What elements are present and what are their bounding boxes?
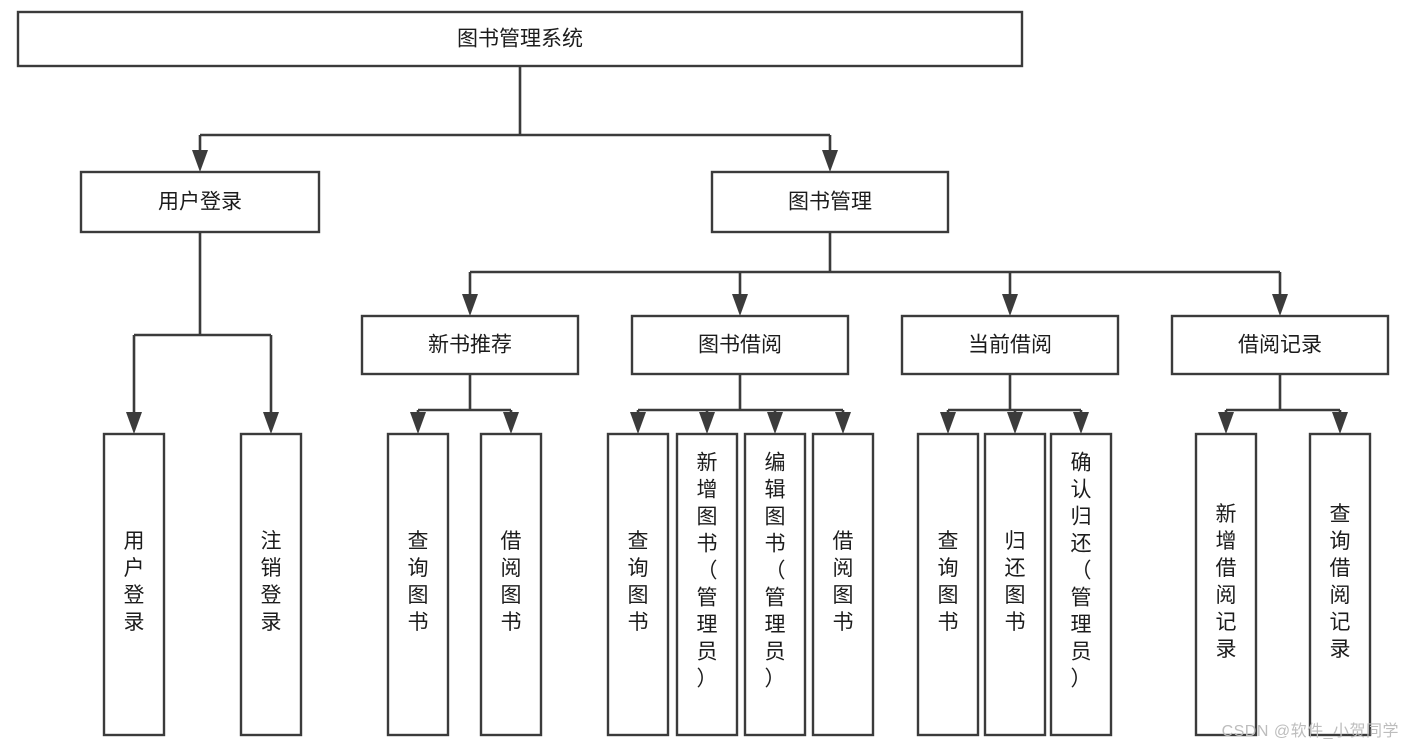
leaf-query-borrow-record[interactable]: 查询借阅记录 bbox=[1308, 432, 1372, 737]
node-label: 用户登录 bbox=[158, 191, 242, 214]
leaf-query-book-recommend[interactable]: 查询图书 bbox=[386, 432, 450, 737]
leaf-borrow-book[interactable]: 借阅图书 bbox=[811, 432, 875, 737]
leaf-confirm-return-admin[interactable]: 确认归还（管理员） bbox=[1049, 432, 1113, 737]
leaf-borrow-book-recommend[interactable]: 借阅图书 bbox=[479, 432, 543, 737]
node-label: 新增图书（管理员） bbox=[697, 452, 718, 691]
node-label: 确认归还（管理员） bbox=[1071, 452, 1092, 691]
node-label: 编辑图书（管理员） bbox=[765, 452, 786, 691]
node-root[interactable]: 图书管理系统 bbox=[16, 10, 1024, 68]
node-label: 借阅图书 bbox=[833, 530, 854, 634]
node-label: 新增借阅记录 bbox=[1216, 503, 1237, 661]
node-label: 新书推荐 bbox=[428, 334, 512, 357]
node-user-login[interactable]: 用户登录 bbox=[79, 170, 321, 234]
node-label: 归还图书 bbox=[1005, 530, 1026, 634]
node-label: 查询图书 bbox=[938, 530, 959, 634]
node-label: 查询借阅记录 bbox=[1330, 503, 1351, 661]
watermark: CSDN @软件_小贺同学 bbox=[1221, 723, 1399, 740]
node-label: 查询图书 bbox=[408, 530, 429, 634]
node-layer: 图书管理系统用户登录图书管理新书推荐图书借阅当前借阅借阅记录用户登录注销登录查询… bbox=[16, 10, 1390, 737]
node-book-borrow[interactable]: 图书借阅 bbox=[630, 314, 850, 376]
node-label: 用户登录 bbox=[124, 530, 145, 634]
node-book-management[interactable]: 图书管理 bbox=[710, 170, 950, 234]
leaf-query-book-borrow[interactable]: 查询图书 bbox=[606, 432, 670, 737]
leaf-user-logout[interactable]: 注销登录 bbox=[239, 432, 303, 737]
node-label: 借阅图书 bbox=[501, 530, 522, 634]
leaf-query-book-current[interactable]: 查询图书 bbox=[916, 432, 980, 737]
leaf-user-login[interactable]: 用户登录 bbox=[102, 432, 166, 737]
leaf-return-book[interactable]: 归还图书 bbox=[983, 432, 1047, 737]
node-label: 借阅记录 bbox=[1238, 334, 1322, 357]
node-new-book-recommend[interactable]: 新书推荐 bbox=[360, 314, 580, 376]
leaf-add-book-admin[interactable]: 新增图书（管理员） bbox=[675, 432, 739, 737]
node-label: 注销登录 bbox=[261, 530, 282, 634]
node-label: 当前借阅 bbox=[968, 334, 1052, 357]
node-borrow-record[interactable]: 借阅记录 bbox=[1170, 314, 1390, 376]
node-label: 图书管理系统 bbox=[457, 28, 583, 51]
node-label: 图书管理 bbox=[788, 191, 872, 214]
leaf-edit-book-admin[interactable]: 编辑图书（管理员） bbox=[743, 432, 807, 737]
leaf-add-borrow-record[interactable]: 新增借阅记录 bbox=[1194, 432, 1258, 737]
node-current-borrow[interactable]: 当前借阅 bbox=[900, 314, 1120, 376]
connector-layer bbox=[126, 66, 1348, 434]
node-label: 图书借阅 bbox=[698, 334, 782, 357]
node-label: 查询图书 bbox=[628, 530, 649, 634]
